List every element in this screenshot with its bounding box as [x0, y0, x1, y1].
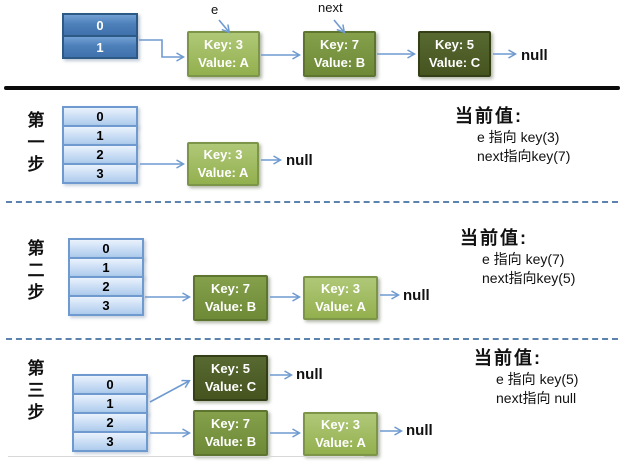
table-cell: 2 [68, 276, 144, 297]
step-3-table: 0 1 2 3 [72, 374, 148, 452]
pointer-e-label: e [211, 2, 219, 17]
node-key-line: Key: 3 [203, 147, 243, 162]
arrow-bucket-to-key3 [139, 39, 183, 57]
status-line: e 指向 key(5) [496, 371, 579, 387]
step-1-status: 当前值: e 指向 key(3) next指向key(7) [455, 102, 570, 166]
node-key-5: Key: 5 Value: C [193, 355, 268, 401]
node-key-3: Key: 3 Value: A [187, 31, 260, 77]
table-cell: 1 [68, 257, 144, 278]
node-key-line: Key: 7 [319, 37, 360, 52]
section-divider-dashed [6, 201, 618, 203]
table-cell: 1 [62, 125, 138, 146]
node-value-line: Value: C [428, 55, 481, 70]
node-value-line: Value: A [315, 435, 366, 450]
node-key-7: Key: 7 Value: B [193, 275, 268, 321]
table-cell: 1 [72, 393, 148, 414]
status-title: 当前值: [474, 348, 542, 368]
null-label: null [521, 47, 548, 64]
table-cell: 3 [68, 295, 144, 316]
node-key-line: Key: 3 [320, 417, 361, 432]
step-2-table: 0 1 2 3 [68, 238, 144, 316]
bottom-edge-line [8, 456, 364, 457]
table-cell: 0 [72, 374, 148, 395]
table-cell: 2 [62, 144, 138, 165]
node-key-7: Key: 7 Value: B [193, 410, 268, 456]
node-key-line: Key: 7 [210, 416, 251, 431]
table-cell: 0 [62, 106, 138, 127]
node-key-3: Key: 3 Value: A [303, 412, 378, 456]
section-divider-solid [4, 86, 620, 90]
node-value-line: Value: A [198, 55, 249, 70]
null-label: null [296, 366, 323, 383]
node-value-line: Value: B [313, 55, 366, 70]
table-cell: 0 [68, 238, 144, 259]
node-value-line: Value: B [204, 434, 257, 449]
pointer-next-label: next [318, 0, 343, 15]
bucket-cell-1: 1 [62, 35, 138, 59]
node-key-3: Key: 3 Value: A [303, 276, 378, 320]
step-2-status: 当前值: e 指向 key(7) next指向key(5) [460, 224, 575, 288]
bucket-table: 0 1 [62, 13, 138, 59]
status-title: 当前值: [455, 106, 523, 126]
node-key-line: Key: 5 [434, 37, 475, 52]
step-3-label: 第 三 步 [27, 359, 45, 422]
node-value-line: Value: A [315, 299, 366, 314]
null-label: null [403, 287, 430, 304]
node-value-line: Value: C [204, 379, 257, 394]
step-2-label: 第 二 步 [27, 239, 45, 302]
node-key-line: Key: 3 [203, 37, 244, 52]
bucket-cell-0: 0 [62, 13, 138, 37]
node-value-line: Value: B [204, 299, 257, 314]
step-1-table: 0 1 2 3 [62, 106, 138, 184]
node-value-line: Value: A [197, 165, 249, 180]
node-key-line: Key: 3 [320, 281, 361, 296]
node-key-3: Key: 3 Value: A [187, 142, 259, 186]
node-key-7: Key: 7 Value: B [303, 31, 376, 77]
node-key-line: Key: 5 [210, 361, 251, 376]
table-cell: 3 [62, 163, 138, 184]
null-label: null [406, 422, 433, 439]
table-cell: 2 [72, 412, 148, 433]
step-1-label: 第 一 步 [27, 111, 45, 174]
status-line: next指向key(7) [477, 148, 571, 164]
node-key-5: Key: 5 Value: C [418, 31, 491, 77]
null-label: null [286, 152, 313, 169]
status-line: next指向 null [496, 390, 577, 406]
status-line: e 指向 key(7) [482, 251, 565, 267]
step-3-status: 当前值: e 指向 key(5) next指向 null [474, 344, 578, 408]
table-cell: 3 [72, 431, 148, 452]
status-line: next指向key(5) [482, 270, 576, 286]
status-line: e 指向 key(3) [477, 129, 560, 145]
arrow-table-to-key5 [149, 381, 189, 403]
status-title: 当前值: [460, 228, 528, 248]
section-divider-dashed [6, 338, 618, 340]
node-key-line: Key: 7 [210, 281, 251, 296]
